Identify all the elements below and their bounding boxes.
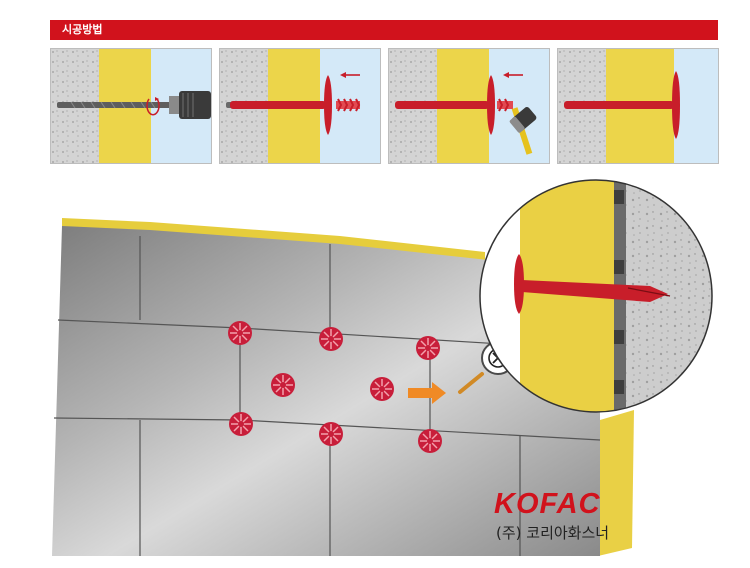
brand-logo: KOFAC — [494, 488, 601, 520]
hammer-icon — [509, 107, 537, 155]
step-panel-3 — [388, 48, 550, 164]
insert-arrow-icon — [503, 72, 523, 78]
anchor-washer — [228, 321, 252, 345]
anchor-washer — [271, 373, 295, 397]
anchor-washer — [370, 377, 394, 401]
drill-icon — [57, 91, 211, 119]
anchor-washer — [319, 327, 343, 351]
header-title: 시공방법 — [62, 23, 103, 36]
insert-arrow-icon — [340, 72, 360, 78]
header-bar: 시공방법 — [50, 20, 718, 40]
anchor-washers — [228, 321, 442, 453]
finished-anchor-icon — [564, 71, 680, 139]
pointer-arrow-icon — [408, 382, 446, 404]
anchor-washer — [416, 336, 440, 360]
insulation-board-face — [52, 226, 600, 556]
step-panel-4 — [557, 48, 719, 164]
anchor-icon — [230, 75, 361, 135]
step-panel-2 — [219, 48, 381, 164]
anchor-washer — [319, 422, 343, 446]
anchor-washer — [418, 429, 442, 453]
company-name: (주) 코리아화스너 — [496, 524, 610, 542]
wall-diagram — [52, 179, 713, 556]
anchor-washer — [229, 412, 253, 436]
callout-detail-view — [479, 179, 713, 413]
insulation-side-edge — [598, 410, 634, 556]
step-panel-1 — [50, 48, 212, 164]
